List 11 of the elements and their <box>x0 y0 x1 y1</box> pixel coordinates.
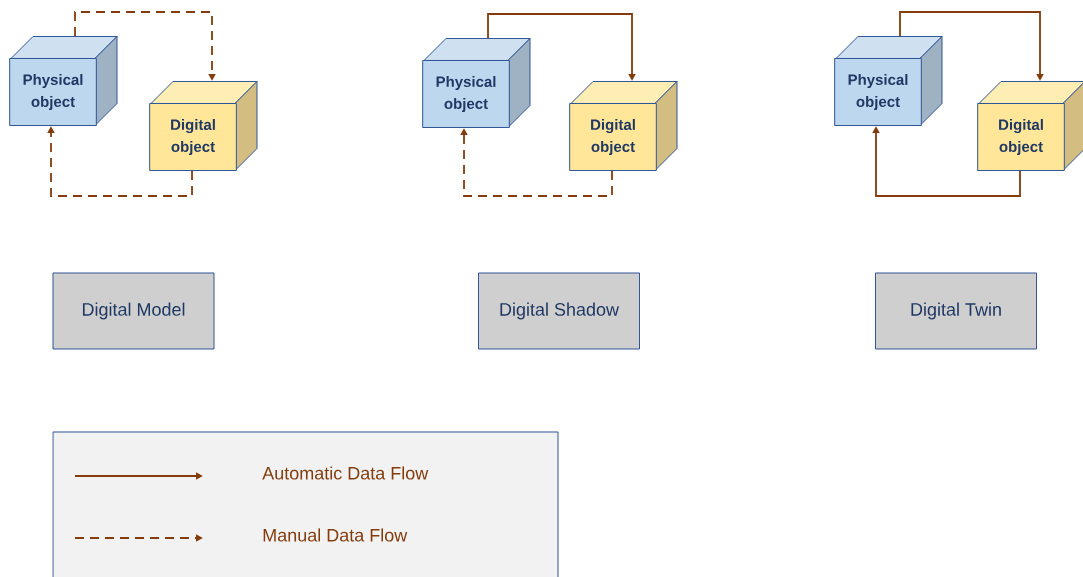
cube: Digital object <box>977 81 1083 171</box>
cube: Physical object <box>422 38 531 128</box>
label-box: Digital Shadow <box>478 272 640 350</box>
cube: Digital object <box>569 81 678 171</box>
label-box: Digital Twin <box>875 272 1037 350</box>
label-box: Digital Model <box>52 272 215 350</box>
cube: Digital object <box>149 81 258 171</box>
legend-label: Automatic Data Flow <box>262 466 429 480</box>
cube: Physical object <box>9 36 118 126</box>
cube: Physical object <box>834 36 943 126</box>
legend-label: Manual Data Flow <box>263 528 408 542</box>
